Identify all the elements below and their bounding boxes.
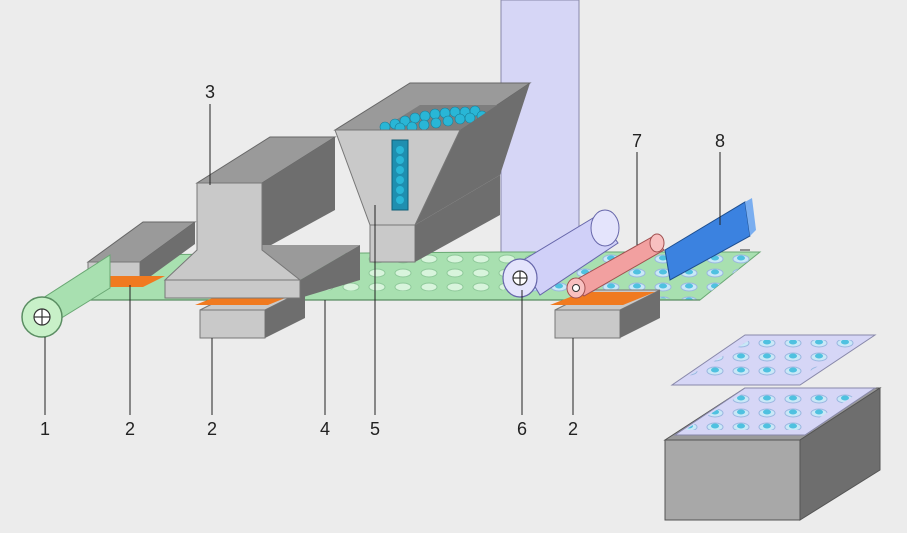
forming-station [163,136,360,299]
tablet-hopper [333,82,532,263]
callout-labels: 1 2 2 3 4 5 6 2 7 8 [40,82,725,439]
sealing-roller [502,209,620,298]
callout-4: 4 [320,419,330,439]
callout-6: 6 [517,419,527,439]
callout-1: 1 [40,419,50,439]
embossing-roller [566,233,665,299]
blister-sheet-upper [670,334,877,386]
blister-sheet-lower [673,387,877,436]
cutting-blade [664,198,756,281]
heater-block-lower-2 [550,289,661,339]
film-unwind-roller [21,254,111,338]
callout-2-lower-heater-1: 2 [207,419,217,439]
callout-8: 8 [715,131,725,151]
callout-2-lower-heater-2: 2 [568,419,578,439]
callout-7: 7 [632,131,642,151]
leader-lines [44,104,721,415]
callout-3: 3 [205,82,215,102]
callout-2-upper-heater: 2 [125,419,135,439]
callout-5: 5 [370,419,380,439]
